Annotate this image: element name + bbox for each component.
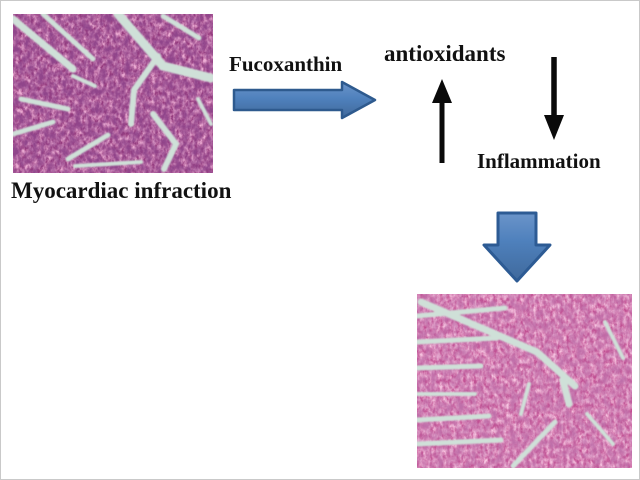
antioxidants-label: antioxidants (384, 41, 506, 66)
fucoxanthin-label: Fucoxanthin (229, 52, 343, 76)
histology-image-treated (414, 294, 632, 469)
myocardial-infarction-label: Myocardiac infraction (11, 178, 232, 203)
block-down-arrow-icon (481, 210, 553, 284)
up-arrow-icon (429, 79, 455, 164)
right-arrow-icon (232, 79, 378, 121)
inflammation-label: Inflammation (477, 149, 601, 173)
histology-image-myocardial-infarction (9, 9, 216, 173)
down-arrow-icon (541, 56, 567, 141)
tissue-micrograph-right (414, 294, 632, 469)
tissue-micrograph-left (9, 9, 216, 173)
